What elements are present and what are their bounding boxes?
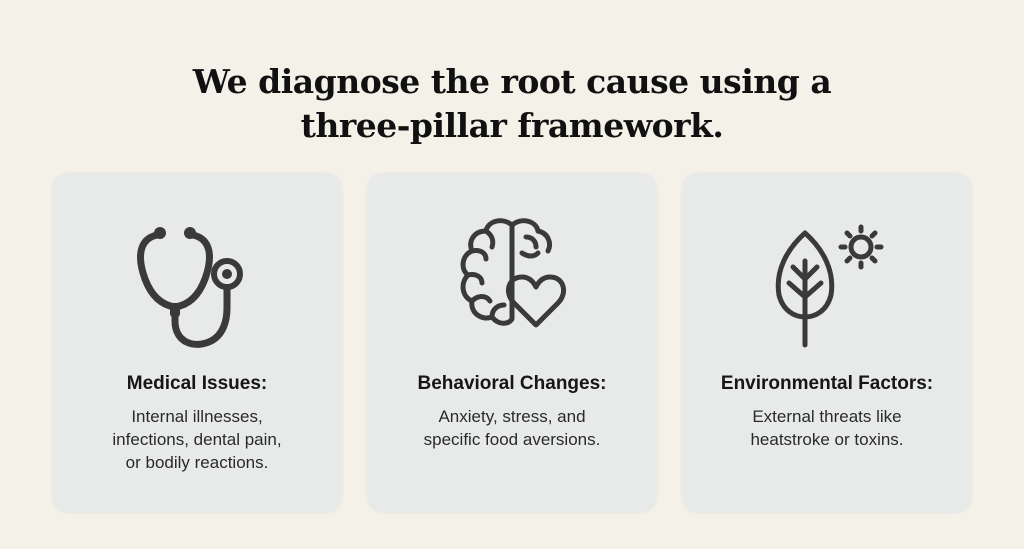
pillar-heading: Behavioral Changes: — [417, 373, 607, 394]
description-line: Internal illnesses, — [131, 407, 263, 426]
description-line: or bodily reactions. — [125, 453, 269, 472]
description-line: heatstroke or toxins. — [750, 430, 904, 449]
pillar-card-environmental: Environmental Factors: External threats … — [682, 173, 972, 513]
description-line: infections, dental pain, — [112, 430, 282, 449]
leaf-sun-icon — [682, 213, 972, 348]
title-line-2: three-pillar framework. — [300, 106, 724, 146]
pillar-card-behavioral: Behavioral Changes: Anxiety, stress, and… — [367, 173, 657, 513]
description-line: specific food aversions. — [423, 430, 601, 449]
pillar-card-medical: Medical Issues: Internal illnesses, infe… — [52, 173, 342, 513]
brain-heart-icon — [367, 213, 657, 348]
pillar-heading: Medical Issues: — [126, 373, 268, 394]
page-title: We diagnose the root cause using a three… — [0, 60, 1024, 148]
stethoscope-icon — [52, 213, 342, 348]
pillar-description: External threats like heatstroke or toxi… — [702, 405, 952, 451]
description-line: External threats like — [752, 407, 902, 426]
pillar-description: Internal illnesses, infections, dental p… — [72, 405, 322, 474]
pillar-heading: Environmental Factors: — [720, 373, 934, 394]
title-line-1: We diagnose the root cause using a — [192, 62, 832, 102]
description-line: Anxiety, stress, and — [438, 407, 586, 426]
pillar-description: Anxiety, stress, and specific food avers… — [387, 405, 637, 451]
